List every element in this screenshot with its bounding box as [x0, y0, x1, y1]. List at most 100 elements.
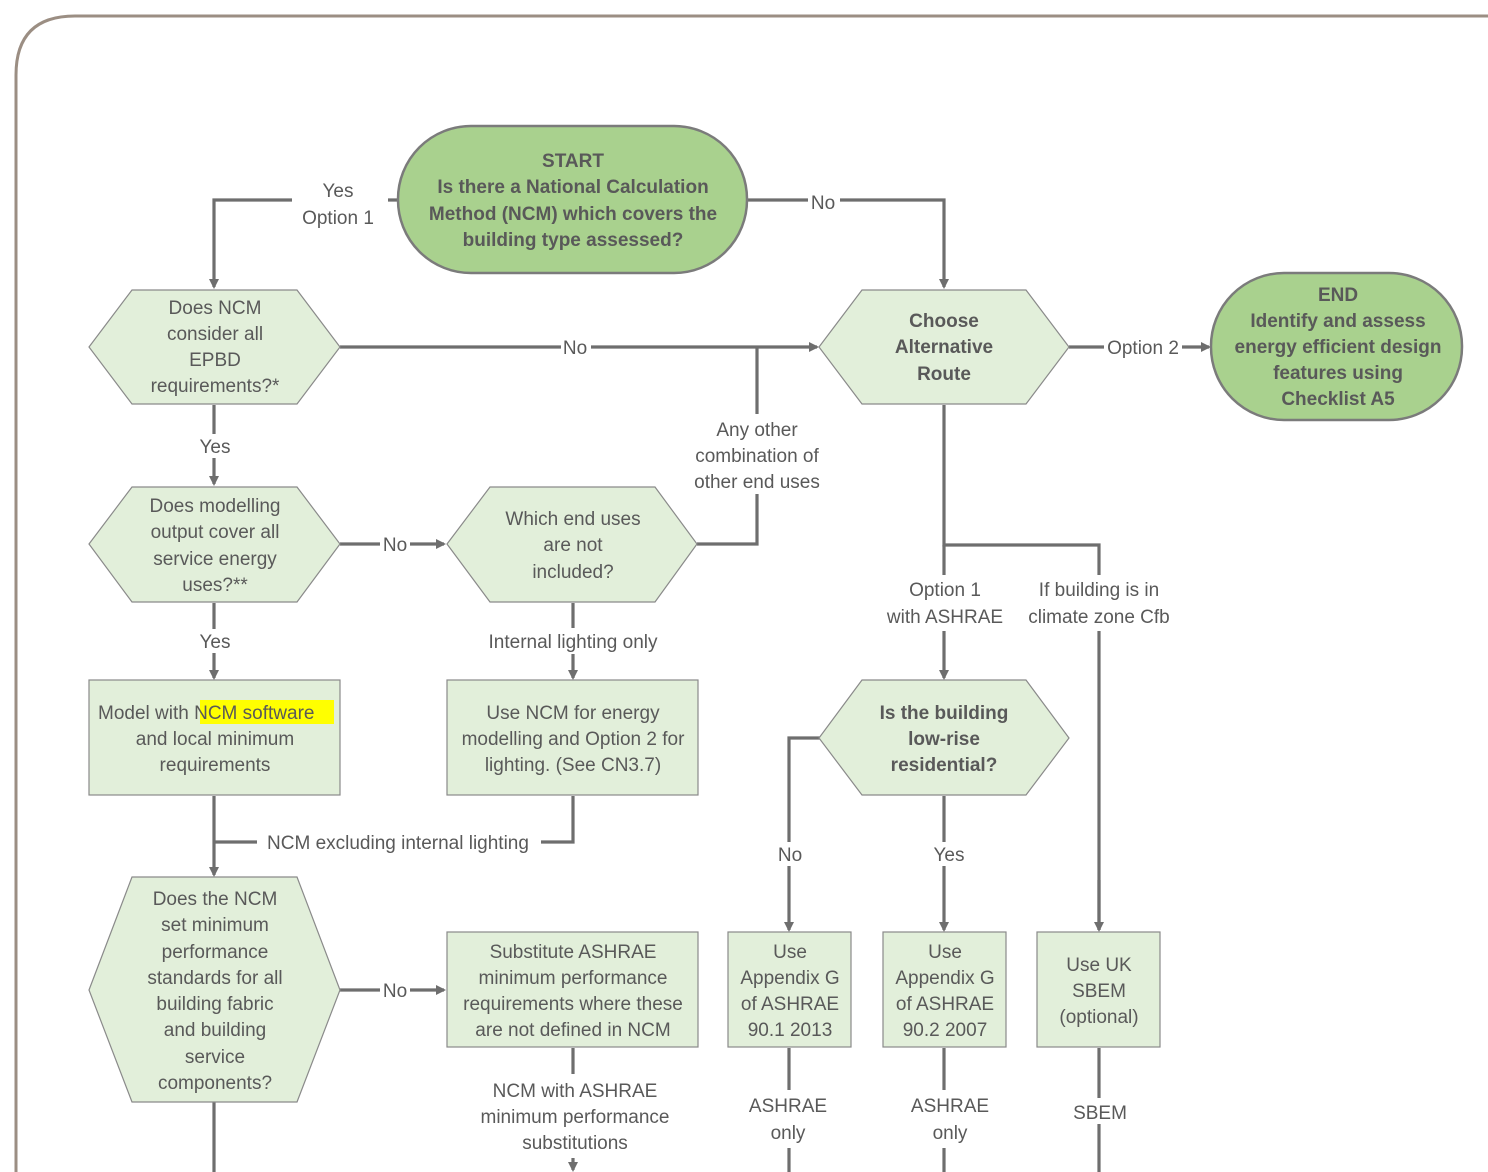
- svg-text:Use NCM for energy: Use NCM for energy: [486, 703, 660, 724]
- node-low-rise: Is the building low-rise residential?: [818, 679, 1070, 796]
- edge-label-ncm-excluding-lighting: NCM excluding internal lighting: [267, 833, 529, 854]
- svg-text:components?: components?: [158, 1073, 272, 1094]
- svg-text:of ASHRAE: of ASHRAE: [741, 994, 839, 1015]
- svg-text:are not defined in NCM: are not defined in NCM: [475, 1020, 670, 1041]
- node-modelling-output: Does modelling output cover all service …: [88, 486, 341, 603]
- svg-text:Which end uses: Which end uses: [505, 509, 640, 530]
- svg-text:are not: are not: [543, 535, 603, 556]
- edge-label-internal-lighting: Internal lighting only: [489, 632, 658, 653]
- svg-text:requirements where these: requirements where these: [463, 994, 683, 1015]
- svg-text:Identify and assess: Identify and assess: [1250, 311, 1425, 332]
- node-appendix-g-2013: Use Appendix G of ASHRAE 90.1 2013: [727, 931, 852, 1048]
- svg-text:performance: performance: [162, 942, 269, 963]
- svg-text:residential?: residential?: [891, 755, 998, 776]
- svg-text:EPBD: EPBD: [189, 350, 241, 371]
- node-uk-sbem: Use UK SBEM (optional): [1036, 931, 1161, 1048]
- svg-text:lighting. (See CN3.7): lighting. (See CN3.7): [485, 755, 661, 776]
- edge-label-other-combination-1: Any other: [716, 420, 798, 441]
- svg-text:of ASHRAE: of ASHRAE: [896, 994, 994, 1015]
- svg-text:Is there a National Calculatio: Is there a National Calculation: [437, 177, 708, 198]
- node-substitute-ashrae: Substitute ASHRAE minimum performance re…: [446, 931, 699, 1048]
- node-start: START Is there a National Calculation Me…: [396, 124, 749, 275]
- node-use-ncm-lighting: Use NCM for energy modelling and Option …: [446, 679, 699, 796]
- edge-label-modelling-no: No: [383, 535, 407, 556]
- svg-text:Appendix G: Appendix G: [740, 968, 839, 989]
- svg-text:requirements?*: requirements?*: [151, 376, 280, 397]
- svg-text:Method (NCM) which covers the: Method (NCM) which covers the: [429, 204, 717, 225]
- edge-label-start-option1: Option 1: [302, 208, 374, 229]
- svg-text:START: START: [542, 151, 604, 172]
- svg-text:standards for all: standards for all: [147, 968, 282, 989]
- svg-text:requirements: requirements: [160, 755, 271, 776]
- svg-text:Does modelling: Does modelling: [150, 496, 281, 517]
- edge-label-ashrae-only-1b: only: [771, 1123, 806, 1144]
- svg-text:Model with NCM software: Model with NCM software: [98, 703, 314, 724]
- node-ncm-epbd: Does NCM consider all EPBD requirements?…: [88, 289, 341, 405]
- svg-text:90.2 2007: 90.2 2007: [903, 1020, 988, 1041]
- svg-text:Appendix G: Appendix G: [895, 968, 994, 989]
- svg-text:minimum performance: minimum performance: [479, 968, 668, 989]
- svg-text:included?: included?: [532, 562, 613, 583]
- edge-label-ashrae-only-2a: ASHRAE: [911, 1096, 989, 1117]
- edge-label-ncm-ashrae-3: substitutions: [522, 1133, 628, 1154]
- svg-text:Checklist A5: Checklist A5: [1281, 389, 1395, 410]
- edge-label-other-combination-3: other end uses: [694, 472, 820, 493]
- svg-text:90.1 2013: 90.1 2013: [748, 1020, 833, 1041]
- node-appendix-g-2007: Use Appendix G of ASHRAE 90.2 2007: [882, 931, 1007, 1048]
- svg-text:set minimum: set minimum: [161, 915, 269, 936]
- edge-label-option1-1: Option 1: [909, 580, 981, 601]
- svg-text:Choose: Choose: [909, 311, 979, 332]
- highlight-ncm-software: [200, 700, 334, 724]
- svg-text:energy efficient design: energy efficient design: [1235, 337, 1442, 358]
- edge-label-cfb-1: If building is in: [1039, 580, 1159, 601]
- svg-text:service energy: service energy: [153, 549, 277, 570]
- svg-text:Substitute ASHRAE: Substitute ASHRAE: [490, 942, 657, 963]
- svg-text:uses?**: uses?**: [182, 575, 248, 596]
- edge-label-start-yes: Yes: [323, 181, 354, 202]
- edge-label-ncm-ashrae-2: minimum performance: [481, 1107, 670, 1128]
- svg-text:Does the NCM: Does the NCM: [153, 889, 278, 910]
- svg-text:Does NCM: Does NCM: [169, 298, 262, 319]
- edge-label-modelling-yes: Yes: [200, 632, 231, 653]
- edge-label-ashrae-only-2b: only: [933, 1123, 968, 1144]
- edge-label-sbem: SBEM: [1073, 1103, 1127, 1124]
- edge-label-lowrise-no: No: [778, 845, 802, 866]
- edge-label-start-no: No: [811, 193, 835, 214]
- edge-label-ashrae-only-1a: ASHRAE: [749, 1096, 827, 1117]
- node-choose-route: Choose Alternative Route: [818, 289, 1070, 405]
- svg-text:Use: Use: [773, 942, 807, 963]
- svg-text:Alternative: Alternative: [895, 337, 993, 358]
- svg-text:building fabric: building fabric: [156, 994, 273, 1015]
- svg-text:SBEM: SBEM: [1072, 981, 1126, 1002]
- svg-text:and local minimum: and local minimum: [136, 729, 294, 750]
- edge-label-lowrise-yes: Yes: [934, 845, 965, 866]
- edge-labels: Yes Option 1 No No Yes No Any other comb…: [198, 176, 1182, 1158]
- edge-label-epbd-yes: Yes: [200, 437, 231, 458]
- svg-text:building type assessed?: building type assessed?: [463, 230, 684, 251]
- node-end: END Identify and assess energy efficient…: [1209, 271, 1464, 422]
- svg-text:consider all: consider all: [167, 324, 263, 345]
- node-ncm-min-standards: Does the NCM set minimum performance sta…: [88, 876, 341, 1103]
- svg-text:(optional): (optional): [1059, 1007, 1138, 1028]
- svg-text:output cover all: output cover all: [151, 522, 280, 543]
- svg-text:Use UK: Use UK: [1066, 955, 1132, 976]
- svg-text:low-rise: low-rise: [908, 729, 980, 750]
- edge-label-option1-2: with ASHRAE: [886, 607, 1003, 628]
- edge-label-other-combination-2: combination of: [695, 446, 819, 467]
- svg-text:Is the building: Is the building: [880, 703, 1009, 724]
- svg-text:Use: Use: [928, 942, 962, 963]
- svg-text:features using: features using: [1273, 363, 1403, 384]
- svg-text:and building: and building: [164, 1020, 266, 1041]
- edge-label-option2: Option 2: [1107, 338, 1179, 359]
- edge-label-ncm-ashrae-1: NCM with ASHRAE: [493, 1081, 658, 1102]
- svg-text:modelling and Option 2 for: modelling and Option 2 for: [462, 729, 686, 750]
- edge-label-epbd-no: No: [563, 338, 587, 359]
- svg-text:Route: Route: [917, 364, 971, 385]
- svg-text:END: END: [1318, 285, 1358, 306]
- page-frame: [14, 14, 1488, 1172]
- node-model-ncm: Model with NCM software and local minimu…: [88, 679, 341, 796]
- svg-text:service: service: [185, 1047, 245, 1068]
- edge-label-cfb-2: climate zone Cfb: [1028, 607, 1170, 628]
- edge-label-standards-no: No: [383, 981, 407, 1002]
